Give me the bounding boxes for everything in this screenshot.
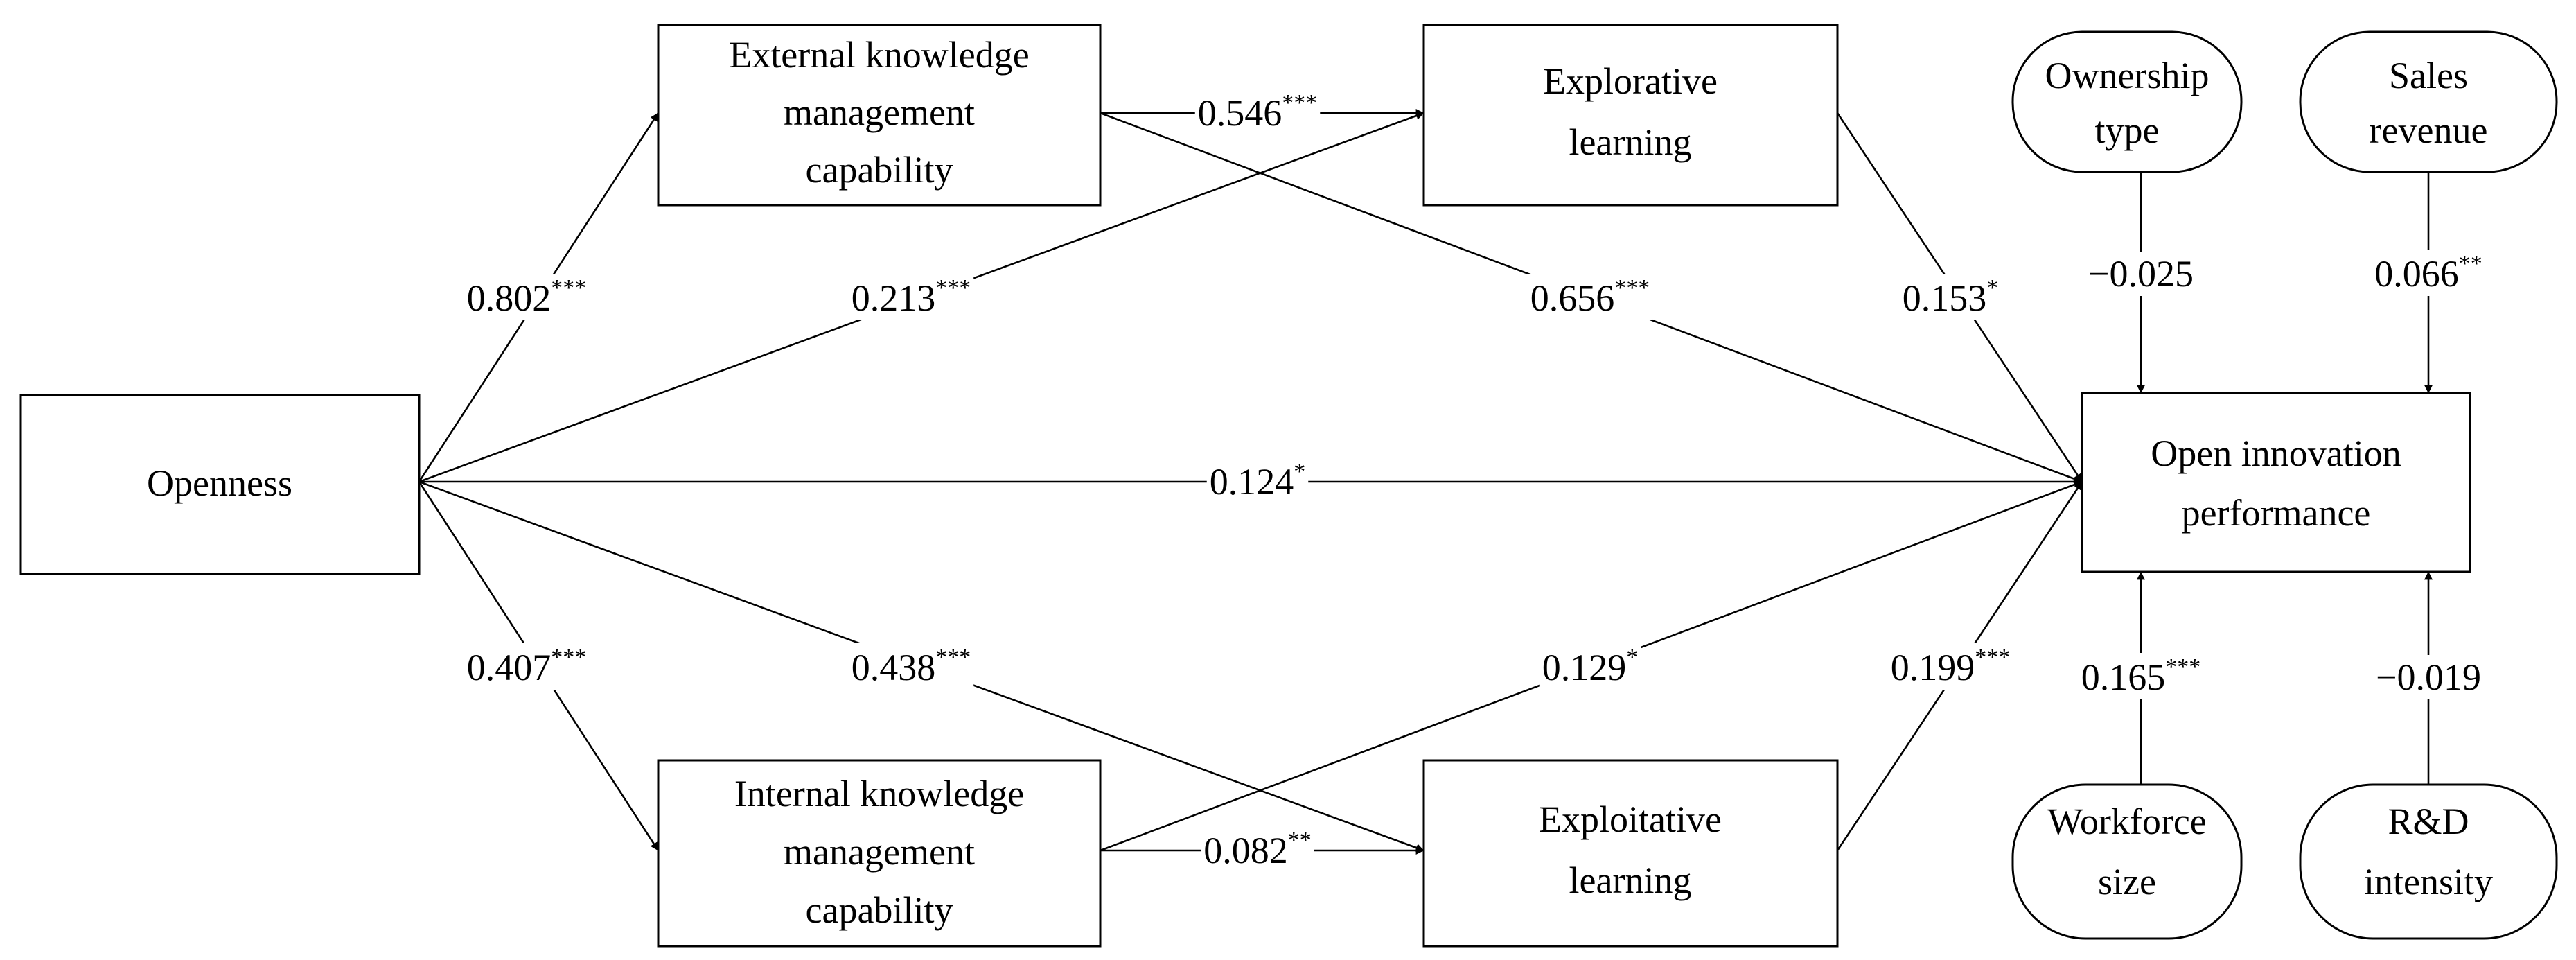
node-exploitative: Exploitative learning	[1422, 759, 1839, 948]
node-rnd-line-1: R&D	[2388, 801, 2469, 842]
node-workforce-line-1: Workforce	[2047, 801, 2207, 842]
node-internal-kmc: Internal knowledge management capability	[657, 759, 1102, 948]
coef-value: 0.082	[1203, 830, 1288, 871]
node-exploitative-line-1: Exploitative	[1539, 798, 1722, 840]
node-internal-kmc-line-1: Internal knowledge	[734, 773, 1024, 814]
coef-external-oip: 0.656***	[1527, 274, 1653, 320]
node-ownership-type: Ownership type	[2011, 30, 2243, 173]
coef-openness-explorative: 0.213***	[848, 274, 974, 320]
svg-text:0.802***: 0.802***	[467, 275, 587, 319]
coef-stars: ***	[1282, 90, 1317, 116]
svg-text:0.082**: 0.082**	[1203, 828, 1312, 871]
node-explorative-line-1: Explorative	[1543, 60, 1718, 102]
node-explorative-line-2: learning	[1569, 121, 1692, 163]
svg-text:0.213***: 0.213***	[852, 275, 971, 319]
node-sales-revenue: Sales revenue	[2299, 30, 2558, 173]
node-workforce-line-2: size	[2098, 861, 2156, 902]
coef-value: 0.407	[467, 647, 552, 688]
node-rnd-intensity: R&D intensity	[2299, 783, 2558, 940]
coef-stars: *	[1626, 645, 1638, 670]
svg-text:0.066**: 0.066**	[2374, 251, 2482, 295]
coef-value: 0.802	[467, 277, 552, 319]
node-external-kmc-line-2: management	[784, 91, 975, 133]
coef-rnd-oip: −0.019	[2373, 655, 2484, 699]
coef-stars: ***	[551, 645, 586, 670]
coef-value: −0.019	[2376, 656, 2481, 698]
coef-stars: **	[2459, 251, 2482, 277]
coef-stars: ***	[2165, 654, 2200, 680]
svg-text:0.153*: 0.153*	[1903, 275, 1999, 319]
coef-stars: ***	[935, 645, 971, 670]
svg-text:0.129*: 0.129*	[1542, 645, 1639, 688]
svg-text:0.438***: 0.438***	[852, 645, 971, 688]
coef-value: −0.025	[2088, 253, 2194, 295]
coef-value: 0.656	[1530, 277, 1615, 319]
node-rnd-line-2: intensity	[2364, 861, 2493, 902]
coef-stars: *	[1294, 459, 1305, 485]
node-workforce-size: Workforce size	[2011, 783, 2243, 940]
node-oip-line-2: performance	[2182, 492, 2371, 534]
coef-stars: ***	[1614, 275, 1650, 301]
node-ownership-line-2: type	[2095, 110, 2160, 151]
svg-text:0.124*: 0.124*	[1210, 459, 1306, 503]
coef-value: 0.546	[1198, 92, 1282, 134]
node-openness-label: Openness	[147, 462, 292, 504]
coef-stars: ***	[1975, 645, 2010, 670]
node-external-kmc: External knowledge management capability	[657, 24, 1102, 207]
node-open-innovation-performance: Open innovation performance	[2081, 392, 2471, 573]
coef-internal-oip: 0.129*	[1539, 643, 1641, 690]
svg-text:0.656***: 0.656***	[1530, 275, 1650, 319]
svg-text:−0.025: −0.025	[2088, 253, 2194, 295]
coef-value: 0.165	[2081, 656, 2166, 698]
coef-openness-oip: 0.124*	[1206, 457, 1309, 504]
node-explorative: Explorative learning	[1422, 24, 1839, 207]
coef-value: 0.199	[1891, 647, 1975, 688]
coef-stars: ***	[551, 275, 586, 301]
coefficient-labels: 0.802*** 0.407*** 0.213*** 0.438*** 0.12…	[464, 89, 2485, 873]
coef-sales-oip: 0.066**	[2372, 250, 2485, 296]
coef-exploitative-oip: 0.199***	[1887, 643, 2013, 690]
coef-external-explorative: 0.546***	[1194, 89, 1321, 135]
node-internal-kmc-line-3: capability	[806, 889, 953, 931]
coef-openness-exploitative: 0.438***	[848, 643, 974, 690]
svg-text:0.546***: 0.546***	[1198, 90, 1318, 134]
node-openness: Openness	[19, 394, 421, 575]
coef-value: 0.438	[852, 647, 936, 688]
coef-value: 0.124	[1210, 461, 1294, 503]
coef-ownership-oip: −0.025	[2085, 252, 2196, 296]
node-external-kmc-line-3: capability	[806, 149, 953, 191]
coef-value: 0.066	[2374, 253, 2459, 295]
node-external-kmc-line-1: External knowledge	[729, 34, 1029, 76]
coef-value: 0.153	[1903, 277, 1987, 319]
node-sales-line-2: revenue	[2370, 110, 2488, 151]
coef-openness-external: 0.802***	[464, 274, 590, 320]
svg-text:0.407***: 0.407***	[467, 645, 587, 688]
coef-stars: *	[1986, 275, 1998, 301]
svg-text:0.165***: 0.165***	[2081, 654, 2201, 698]
nodes: Openness External knowledge management c…	[19, 24, 2558, 948]
coef-stars: ***	[935, 275, 971, 301]
coef-workforce-oip: 0.165***	[2078, 653, 2204, 699]
coef-openness-internal: 0.407***	[464, 643, 590, 690]
coef-value: 0.213	[852, 277, 936, 319]
svg-text:0.199***: 0.199***	[1891, 645, 2011, 688]
node-oip-line-1: Open innovation	[2151, 433, 2401, 474]
node-ownership-line-1: Ownership	[2045, 55, 2209, 96]
node-exploitative-line-2: learning	[1569, 859, 1692, 901]
node-internal-kmc-line-2: management	[784, 831, 975, 873]
svg-text:−0.019: −0.019	[2376, 656, 2481, 698]
coef-internal-exploitative: 0.082**	[1201, 826, 1314, 873]
coef-value: 0.129	[1542, 647, 1627, 688]
node-sales-line-1: Sales	[2389, 55, 2468, 96]
coef-stars: **	[1288, 828, 1312, 853]
coef-explorative-oip: 0.153*	[1899, 274, 2002, 320]
